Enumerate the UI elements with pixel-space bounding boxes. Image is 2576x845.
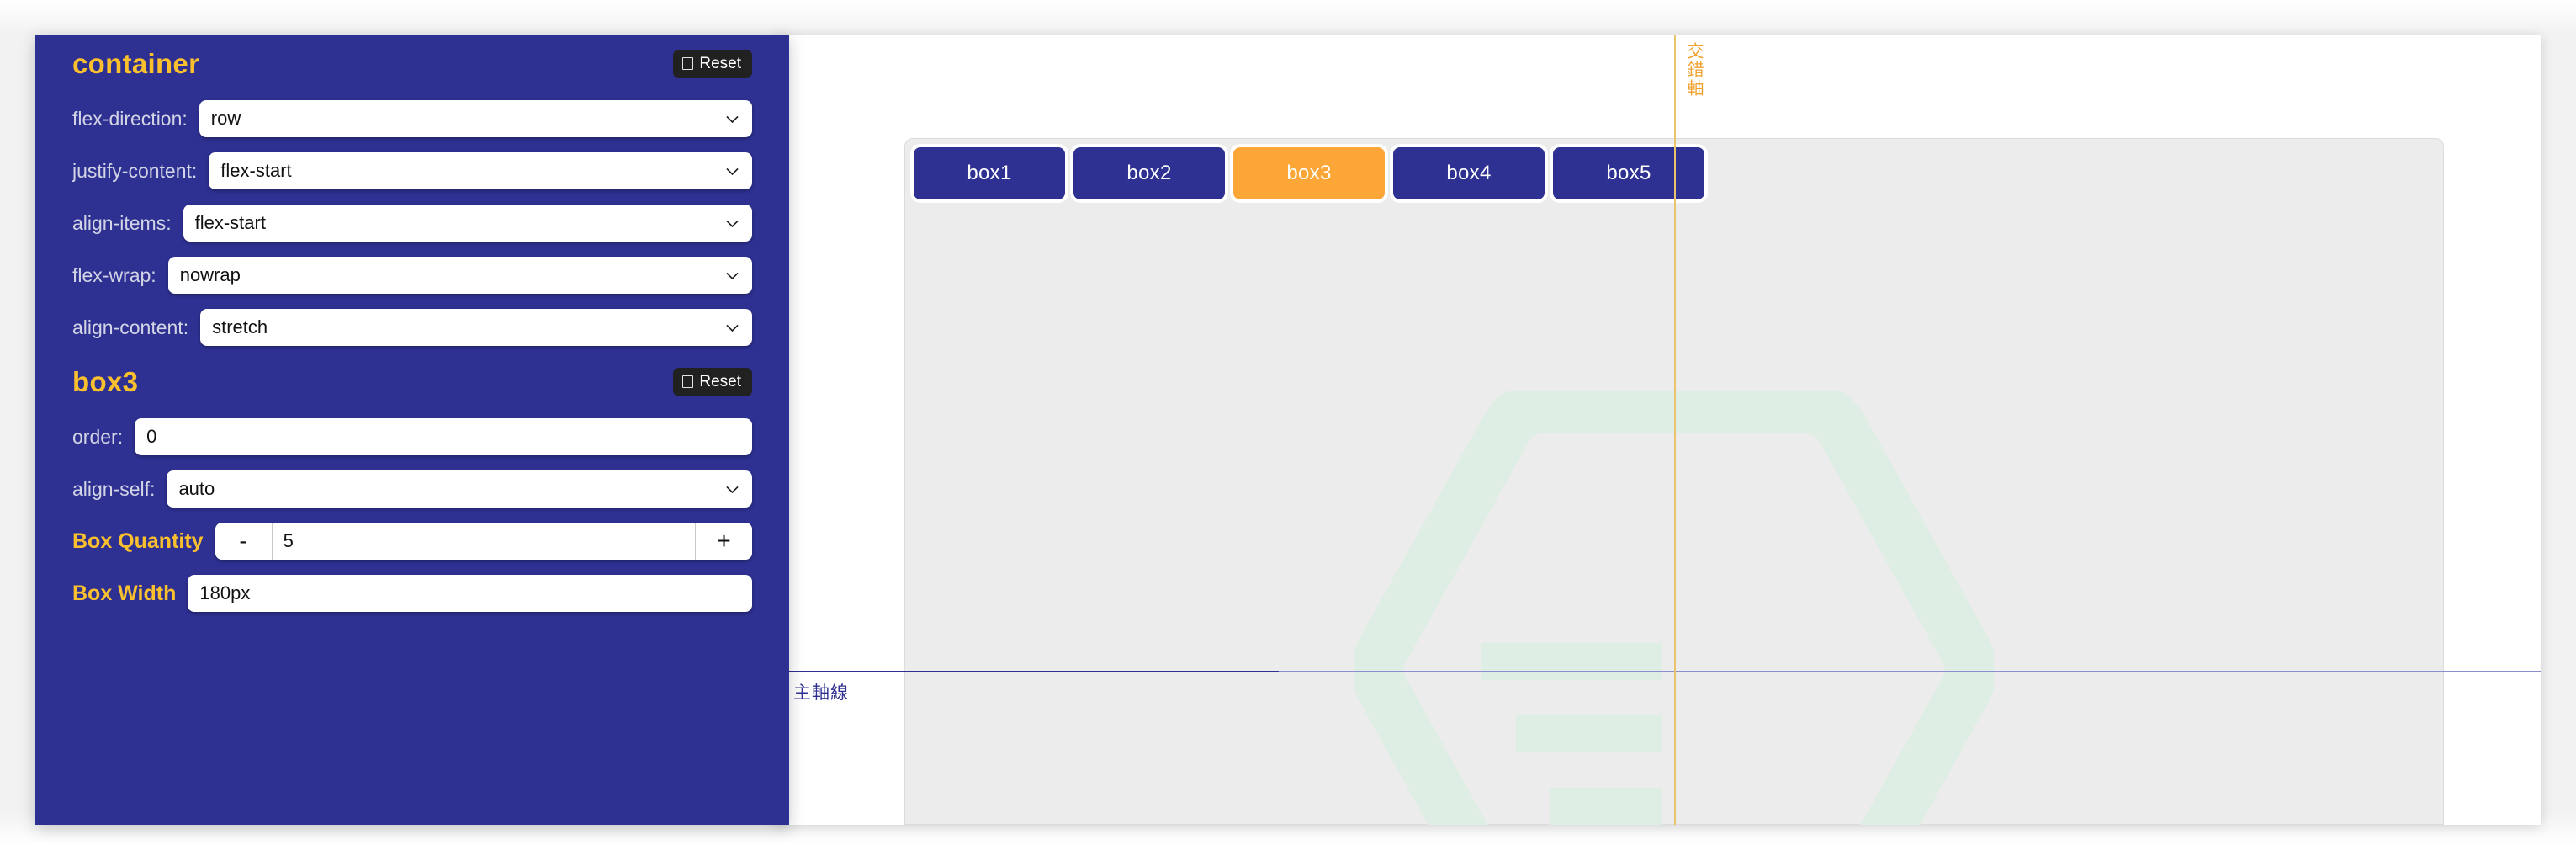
chevron-down-icon xyxy=(726,486,739,493)
field-justify-content: justify-content: flex-start xyxy=(72,145,752,197)
flex-wrap-label: flex-wrap: xyxy=(72,263,156,286)
flex-direction-value: row xyxy=(210,108,241,129)
order-label: order: xyxy=(72,425,124,448)
container-reset-button[interactable]: Reset xyxy=(673,50,752,78)
align-items-label: align-items: xyxy=(72,211,172,234)
order-input[interactable]: 0 xyxy=(135,418,752,455)
flex-item-box1[interactable]: box1 xyxy=(914,147,1065,199)
flex-wrap-value: nowrap xyxy=(179,264,241,285)
box-width-label: Box Width xyxy=(72,581,177,605)
container-section-header: container Reset xyxy=(72,35,752,93)
cross-axis-label: 交錯軸 xyxy=(1684,42,1703,98)
flex-direction-select[interactable]: row xyxy=(199,100,752,137)
box-quantity-decrement-button[interactable]: - xyxy=(215,523,273,560)
main-axis-line-segment xyxy=(774,671,1279,672)
chevron-down-icon xyxy=(726,272,739,279)
align-self-select[interactable]: auto xyxy=(167,470,752,508)
item-section-title: box3 xyxy=(72,366,139,397)
field-box-quantity: Box Quantity - 5 + xyxy=(72,515,752,567)
box-quantity-stepper[interactable]: - 5 + xyxy=(215,523,752,560)
flex-preview-stage: box1 box2 box3 box4 box5 主軸線 交錯軸 xyxy=(774,35,2541,825)
chevron-down-icon xyxy=(726,220,739,227)
chevron-down-icon xyxy=(726,167,739,175)
chevron-down-icon xyxy=(726,115,739,123)
container-section-title: container xyxy=(72,48,200,79)
flex-item-label: box1 xyxy=(967,162,1012,184)
flex-item-label: box4 xyxy=(1446,162,1492,184)
field-flex-wrap: flex-wrap: nowrap xyxy=(72,249,752,301)
field-align-items: align-items: flex-start xyxy=(72,197,752,249)
field-flex-direction: flex-direction: row xyxy=(72,93,752,145)
field-order: order: 0 xyxy=(72,411,752,463)
item-reset-button[interactable]: Reset xyxy=(673,368,752,396)
box-width-input[interactable]: 180px xyxy=(188,575,752,612)
controls-sidebar: container Reset flex-direction: row just… xyxy=(35,35,789,825)
flex-item-label: box3 xyxy=(1286,162,1332,184)
box-width-value: 180px xyxy=(199,582,251,603)
align-items-select[interactable]: flex-start xyxy=(183,205,752,242)
align-content-select[interactable]: stretch xyxy=(200,309,752,346)
flex-item-box3[interactable]: box3 xyxy=(1233,147,1385,199)
order-value: 0 xyxy=(146,426,157,447)
chevron-down-icon xyxy=(726,324,739,332)
main-axis-label: 主軸線 xyxy=(793,683,849,703)
flex-item-label: box2 xyxy=(1126,162,1172,184)
field-align-self: align-self: auto xyxy=(72,463,752,515)
flex-item-box4[interactable]: box4 xyxy=(1393,147,1545,199)
box-quantity-label: Box Quantity xyxy=(72,529,204,553)
item-reset-label: Reset xyxy=(699,373,741,391)
field-box-width: Box Width 180px xyxy=(72,567,752,619)
align-content-label: align-content: xyxy=(72,316,189,338)
box-quantity-increment-button[interactable]: + xyxy=(695,523,752,560)
flex-item-box2[interactable]: box2 xyxy=(1073,147,1225,199)
cross-axis-line xyxy=(1674,35,1676,825)
align-self-value: auto xyxy=(178,478,215,499)
reset-icon xyxy=(682,375,694,388)
flex-direction-label: flex-direction: xyxy=(72,107,188,130)
justify-content-select[interactable]: flex-start xyxy=(209,152,752,189)
justify-content-label: justify-content: xyxy=(72,159,198,182)
justify-content-value: flex-start xyxy=(220,160,292,181)
reset-icon xyxy=(682,57,694,70)
align-items-value: flex-start xyxy=(194,212,266,233)
align-self-label: align-self: xyxy=(72,477,156,500)
field-align-content: align-content: stretch xyxy=(72,301,752,353)
flex-wrap-select[interactable]: nowrap xyxy=(167,257,752,294)
flex-item-label: box5 xyxy=(1606,162,1651,184)
align-content-value: stretch xyxy=(212,316,268,337)
container-reset-label: Reset xyxy=(699,55,741,72)
flex-item-box5[interactable]: box5 xyxy=(1553,147,1704,199)
box-quantity-value[interactable]: 5 xyxy=(283,530,294,551)
item-section-header: box3 Reset xyxy=(72,353,752,411)
